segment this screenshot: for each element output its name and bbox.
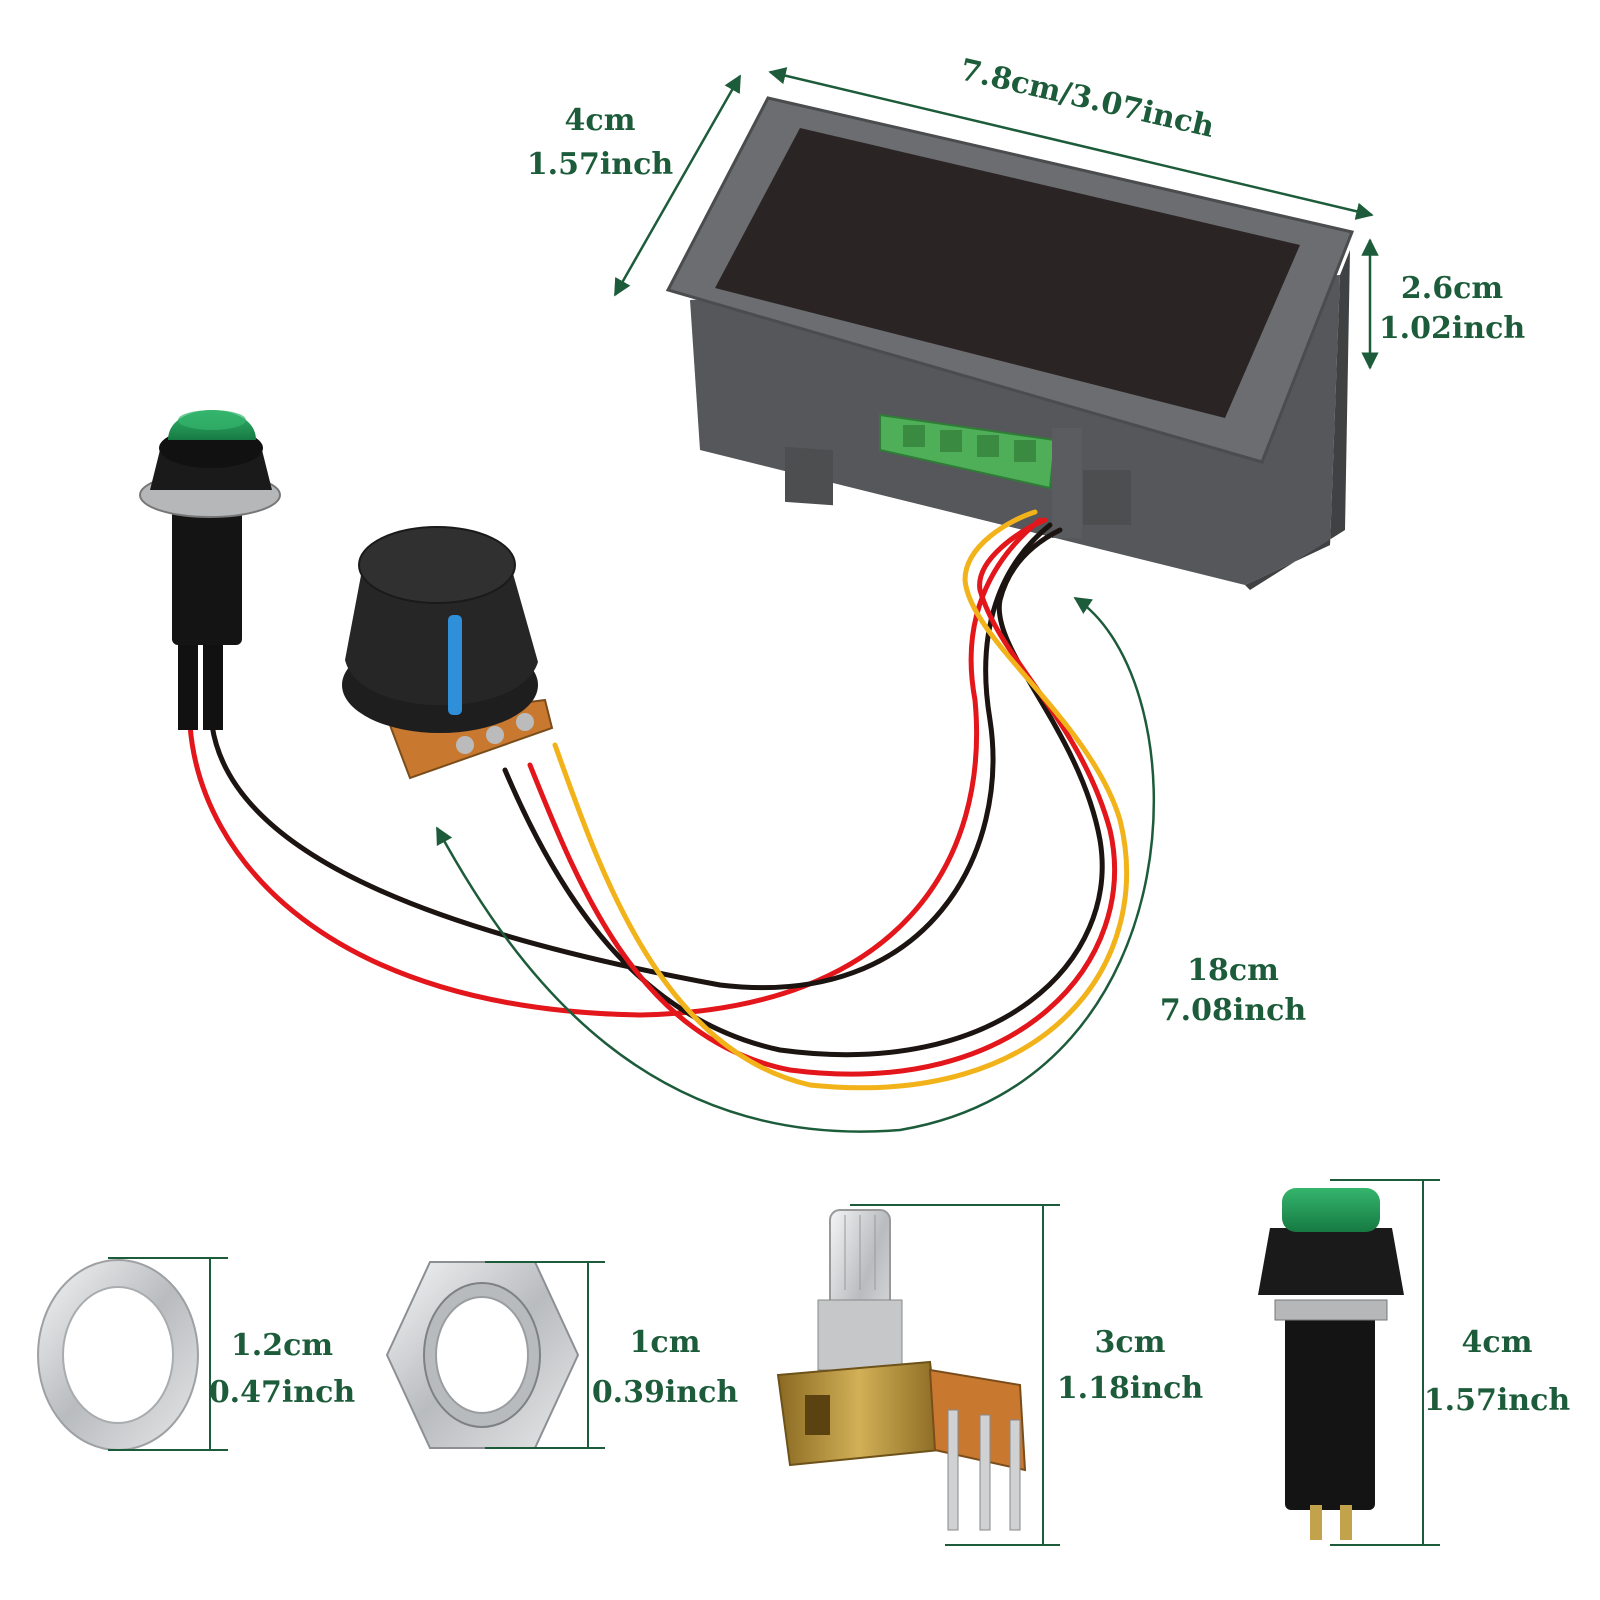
wire-red-pot xyxy=(527,517,1117,1077)
potentiometer-cm-label: 3cm xyxy=(1095,1325,1166,1360)
push-button-standalone-icon xyxy=(1258,1188,1404,1540)
display-panel-icon xyxy=(665,96,1355,590)
washer-inch-label: 0.47inch xyxy=(209,1375,356,1410)
panel-height-inch-label: 1.02inch xyxy=(1379,311,1526,346)
potentiometer-inch-label: 1.18inch xyxy=(1057,1371,1204,1406)
push-button-cm-label: 4cm xyxy=(1462,1325,1533,1360)
wire-black-pot xyxy=(502,527,1105,1058)
knob-icon xyxy=(342,526,554,780)
wire-yellow-pot xyxy=(552,509,1130,1091)
cable-length-inch-label: 7.08inch xyxy=(1160,993,1307,1028)
cable-length-cm-label: 18cm xyxy=(1187,953,1279,988)
dimension-arrow-icon xyxy=(435,67,1379,1133)
push-button-inch-label: 1.57inch xyxy=(1424,1383,1571,1418)
panel-depth-cm-label: 4cm xyxy=(565,103,636,138)
panel-width-label: 7.8cm/3.07inch xyxy=(957,53,1218,146)
push-button-icon xyxy=(139,410,281,730)
panel-height-cm-label: 2.6cm xyxy=(1401,271,1503,306)
panel-depth-inch-label: 1.57inch xyxy=(527,147,674,182)
nut-inch-label: 0.39inch xyxy=(592,1375,739,1410)
nut-cm-label: 1cm xyxy=(630,1325,701,1360)
potentiometer-icon xyxy=(776,1209,1027,1531)
wire-harness xyxy=(187,509,1130,1091)
terminal-block xyxy=(879,413,1057,490)
hex-nut-icon xyxy=(385,1261,580,1449)
washer-cm-label: 1.2cm xyxy=(231,1328,333,1363)
push-button-dimension-line xyxy=(1330,1179,1440,1546)
wire-black-button xyxy=(209,522,1053,990)
washer-dimension-line xyxy=(108,1257,228,1451)
nut-dimension-line xyxy=(485,1261,605,1449)
washer-icon xyxy=(37,1259,199,1451)
potentiometer-dimension-line xyxy=(850,1204,1060,1546)
